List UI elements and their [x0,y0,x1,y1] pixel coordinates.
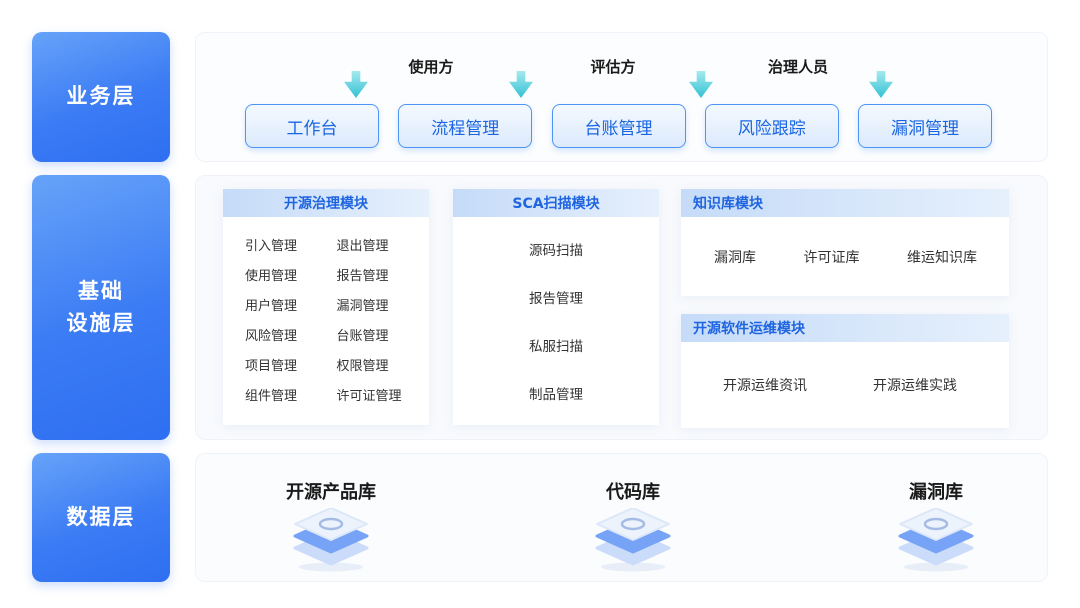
module-title: SCA扫描模块 [453,189,659,217]
module-item: 风险管理 [245,329,298,344]
arrow-down-icon [689,71,713,98]
module-item: 组件管理 [245,389,298,404]
role-label-user: 使用方 [408,58,454,76]
infrastructure-layer-panel: 开源治理模块 引入管理 退出管理 使用管理 报告管理 用户管理 漏洞管理 风险管… [195,175,1048,440]
database-stack-icon [898,508,974,572]
governance-items-grid: 引入管理 退出管理 使用管理 报告管理 用户管理 漏洞管理 风险管理 台账管理 … [223,217,429,404]
module-item: 引入管理 [245,239,298,254]
ops-items-row: 开源运维资讯 开源运维实践 [681,342,1009,428]
module-title: 开源治理模块 [223,189,429,217]
database-stack-icon [595,508,671,572]
module-item: 许可证管理 [336,389,402,404]
sca-items-list: 源码扫描 报告管理 私服扫描 制品管理 [453,217,659,425]
layer-label-infrastructure: 基础 设施层 [32,175,170,440]
arrow-down-icon [509,71,533,98]
module-item: 报告管理 [336,269,389,284]
arrow-down-icon [344,71,368,98]
knowledge-base-module: 知识库模块 漏洞库 许可证库 维运知识库 [681,189,1009,296]
module-item: 制品管理 [529,387,583,403]
layer-label-business: 业务层 [32,32,170,162]
process-management-button[interactable]: 流程管理 [398,104,533,148]
database-code: 代码库 [591,478,675,572]
workbench-button[interactable]: 工作台 [245,104,379,148]
module-item: 开源运维实践 [873,378,957,394]
module-item: 用户管理 [245,299,298,314]
module-item: 台账管理 [336,329,389,344]
module-item: 报告管理 [529,291,583,307]
database-stack-icon [293,508,369,572]
database-label: 代码库 [606,482,660,503]
risk-tracking-button[interactable]: 风险跟踪 [704,104,839,148]
module-item: 维运知识库 [907,249,977,266]
module-item: 漏洞库 [714,249,756,266]
ledger-management-button[interactable]: 台账管理 [551,104,686,148]
business-buttons-row: 工作台 流程管理 台账管理 风险跟踪 漏洞管理 [245,104,992,148]
role-label-governance-staff: 治理人员 [767,58,829,76]
module-title: 知识库模块 [681,189,1009,217]
module-item: 使用管理 [245,269,298,284]
database-open-source-products: 开源产品库 [286,478,376,572]
vulnerability-management-button[interactable]: 漏洞管理 [858,104,992,148]
module-item: 退出管理 [336,239,389,254]
database-label: 开源产品库 [286,482,376,503]
module-item: 源码扫描 [529,243,583,259]
open-source-governance-module: 开源治理模块 引入管理 退出管理 使用管理 报告管理 用户管理 漏洞管理 风险管… [223,189,429,425]
role-label-evaluator: 评估方 [590,58,636,76]
database-label: 漏洞库 [909,482,963,503]
knowledge-items-row: 漏洞库 许可证库 维运知识库 [681,217,1009,296]
module-item: 开源运维资讯 [723,378,807,394]
module-item: 漏洞管理 [336,299,389,314]
open-source-ops-module: 开源软件运维模块 开源运维资讯 开源运维实践 [681,314,1009,428]
database-vulnerability: 漏洞库 [894,478,978,572]
module-title: 开源软件运维模块 [681,314,1009,342]
module-item: 许可证库 [803,249,860,266]
module-item: 私服扫描 [529,339,583,355]
layer-label-data: 数据层 [32,453,170,582]
business-layer-panel: 使用方 评估方 治理人员 工作台 流程管理 台账管理 风险跟踪 漏洞管理 [195,32,1048,162]
module-item: 项目管理 [245,359,298,374]
arrow-down-icon [869,71,893,98]
module-item: 权限管理 [336,359,389,374]
data-layer-panel: 开源产品库 代码库 漏洞库 [195,453,1048,582]
sca-scan-module: SCA扫描模块 源码扫描 报告管理 私服扫描 制品管理 [453,189,659,425]
